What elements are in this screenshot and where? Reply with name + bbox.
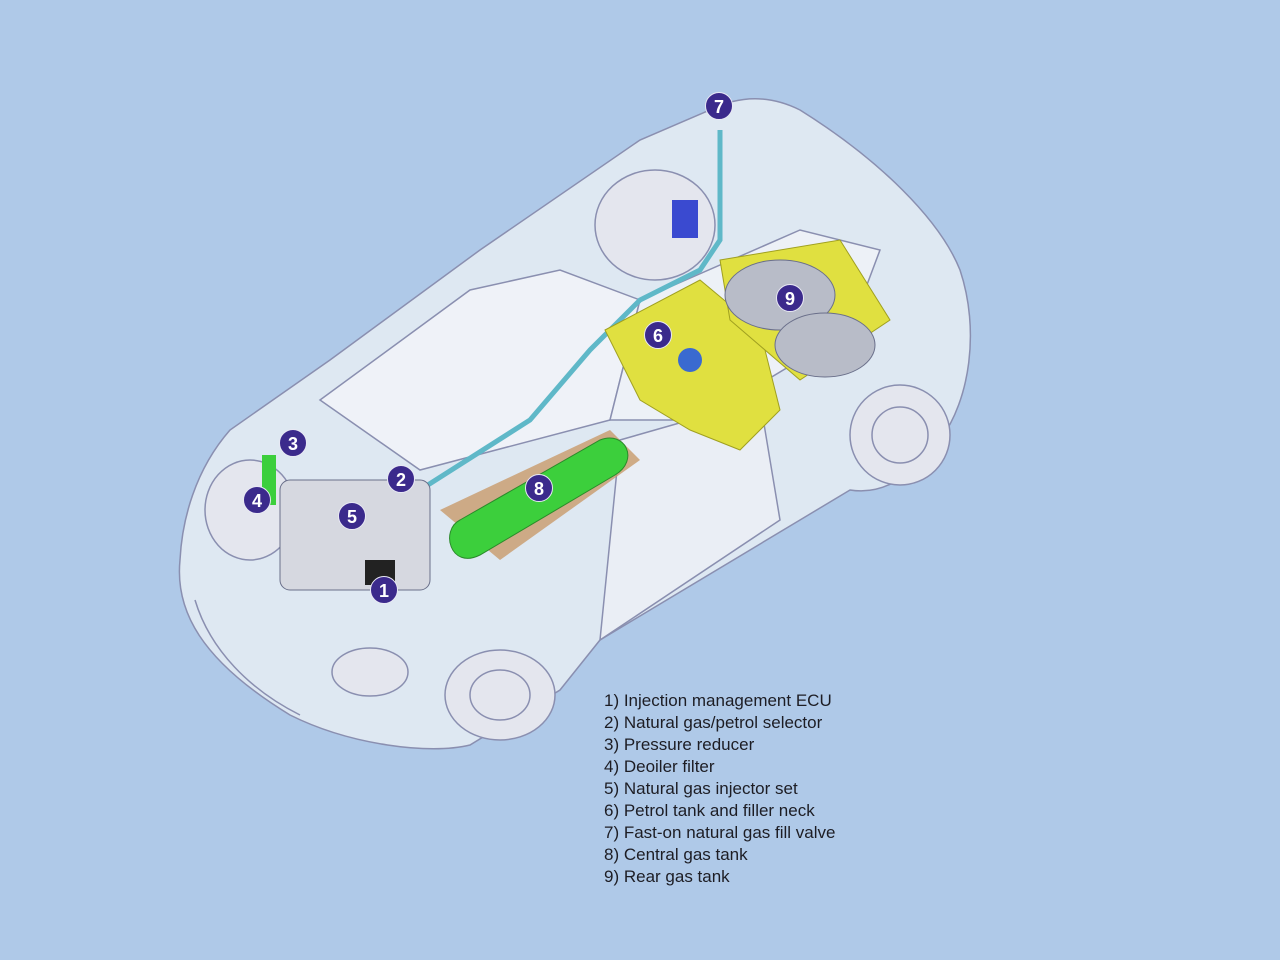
badge-7: 7	[705, 92, 733, 120]
legend-item: 6) Petrol tank and filler neck	[604, 801, 815, 820]
legend-item: 8) Central gas tank	[604, 845, 748, 864]
badge-5: 5	[338, 502, 366, 530]
ecu-box	[672, 200, 698, 238]
legend-item: 7) Fast-on natural gas fill valve	[604, 823, 836, 842]
spare-wheel	[594, 169, 716, 281]
badge-2: 2	[387, 465, 415, 493]
legend-item: 3) Pressure reducer	[604, 735, 755, 754]
legend: 1) Injection management ECU 2) Natural g…	[604, 690, 836, 888]
badge-8: 8	[525, 474, 553, 502]
rear-gas-tank	[719, 239, 891, 381]
legend-item: 2) Natural gas/petrol selector	[604, 713, 823, 732]
legend-item: 9) Rear gas tank	[604, 867, 730, 886]
badge-3: 3	[279, 429, 307, 457]
badge-1: 1	[370, 576, 398, 604]
headlight	[331, 647, 409, 697]
badge-9: 9	[776, 284, 804, 312]
badge-4: 4	[243, 486, 271, 514]
legend-item: 5) Natural gas injector set	[604, 779, 798, 798]
legend-item: 1) Injection management ECU	[604, 691, 832, 710]
badge-6: 6	[644, 321, 672, 349]
legend-item: 4) Deoiler filter	[604, 757, 715, 776]
grille	[194, 599, 301, 716]
gas-pipes	[418, 130, 723, 493]
